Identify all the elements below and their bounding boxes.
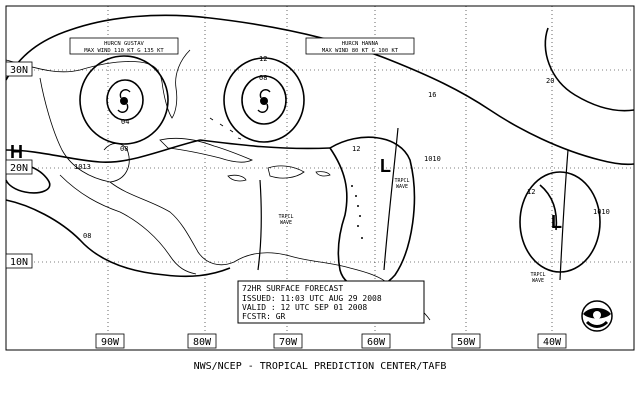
isobar-sw-08 [5, 199, 231, 278]
gustav-name: HURCN GUSTAV [104, 41, 144, 47]
hurricane-symbol-icon [117, 89, 131, 113]
storm-box-hanna: HURCN HANNA MAX WIND 80 KT G 100 KT [305, 37, 415, 55]
wave-line-40w [559, 149, 569, 281]
hanna-wind: MAX WIND 80 KT G 100 KT [322, 48, 399, 54]
isobar-label: 16 [428, 91, 436, 99]
isobar-gustav-04 [106, 79, 144, 121]
isobar-label: 04 [121, 118, 129, 126]
isobar-hanna-08 [241, 75, 287, 125]
forecast-issued: ISSUED: 11:03 UTC AUG 29 2008 [242, 294, 382, 303]
isobar-label: 08 [83, 232, 91, 240]
puerto-rico [315, 171, 331, 177]
isobar-central-12 [199, 139, 331, 150]
forecast-info-box: 72HR SURFACE FORECAST ISSUED: 11:03 UTC … [237, 280, 425, 324]
us-gulf-coast [5, 49, 191, 119]
lesser-antilles [351, 185, 363, 239]
lon-label-90w: 90W [101, 337, 120, 348]
jamaica [227, 174, 247, 182]
lon-label-70w: 70W [279, 337, 298, 348]
isobar-label: 1010 [593, 208, 610, 216]
isobar-hanna-12 [223, 57, 305, 143]
cuba [159, 138, 253, 163]
forecast-valid: VALID : 12 UTC SEP 01 2008 [242, 303, 367, 312]
isobar-labels: 04 08 08 12 16 20 12 1010 1013 08 12 101… [74, 55, 610, 240]
mexico-coast [39, 77, 130, 183]
lon-label-60w: 60W [367, 337, 386, 348]
low-pressure-center: L [551, 212, 562, 232]
lon-label-50w: 50W [457, 337, 476, 348]
lon-labels: 90W 80W 70W 60W 50W 40W [95, 333, 567, 349]
central-america-south [109, 181, 235, 266]
isobar-label: 08 [120, 145, 128, 153]
high-pressure-center: H [10, 142, 23, 162]
noaa-logo-icon [581, 300, 613, 332]
isobar-1013 [5, 139, 201, 163]
wave-line-70w [257, 179, 262, 271]
lat-label-30n: 30N [10, 65, 28, 76]
isobar-20 [544, 27, 635, 112]
isobar-label: 12 [259, 55, 267, 63]
isobar-label: 12 [527, 188, 535, 196]
forecaster: FCSTR: GR [242, 312, 286, 321]
lat-label-20n: 20N [10, 163, 28, 174]
tropical-waves [257, 127, 569, 281]
wave-line-60w [383, 127, 399, 271]
footer-agency: NWS/NCEP - TROPICAL PREDICTION CENTER/TA… [194, 361, 447, 372]
hurricane-symbol-icon [257, 89, 271, 113]
lat-label-10n: 10N [10, 257, 28, 268]
forecast-title: 72HR SURFACE FORECAST [242, 284, 343, 293]
isobar-label: 1010 [424, 155, 441, 163]
low-pressure-center: L [380, 156, 391, 176]
coastlines [5, 49, 431, 321]
central-america-north [59, 174, 197, 275]
isobar-label: 1013 [74, 163, 91, 171]
isobar-gustav-08 [79, 55, 169, 145]
hanna-name: HURCN HANNA [342, 41, 379, 47]
hispaniola [267, 165, 305, 179]
lon-label-80w: 80W [193, 337, 212, 348]
bahamas [209, 117, 242, 140]
lat-labels: 30N 20N 10N [5, 61, 33, 269]
storm-box-gustav: HURCN GUSTAV MAX WIND 110 KT G 135 KT [69, 37, 179, 55]
isobar-label: 20 [546, 77, 554, 85]
isobar-label: 08 [259, 74, 267, 82]
isobar-east-low-12 [539, 184, 558, 231]
gustav-wind: MAX WIND 110 KT G 135 KT [84, 48, 164, 54]
isobar-label: 12 [352, 145, 360, 153]
lon-label-40w: 40W [543, 337, 562, 348]
